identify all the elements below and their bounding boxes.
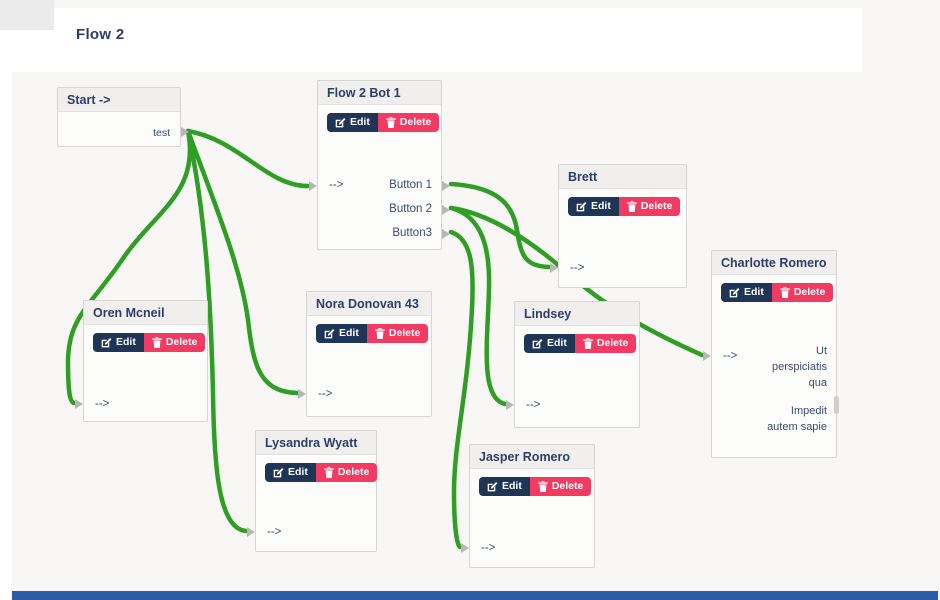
node-title: Charlotte Romero	[712, 251, 836, 275]
delete-button[interactable]: Delete	[618, 197, 681, 216]
horizontal-scrollbar[interactable]	[12, 591, 938, 600]
input-connector[interactable]	[550, 263, 558, 273]
edit-pencil-icon	[487, 481, 498, 492]
node-flow-2-bot-1[interactable]: Flow 2 Bot 1 Edit Delete --> Button 1 Bu…	[309, 80, 450, 250]
edit-pencil-icon	[273, 467, 284, 478]
node-oren-mcneil[interactable]: Oren Mcneil Edit Delete -->	[75, 300, 208, 422]
trash-icon	[386, 117, 396, 128]
input-connector[interactable]	[461, 543, 469, 553]
node-lindsey[interactable]: Lindsey Edit Delete -->	[506, 301, 640, 428]
input-label: -->	[526, 399, 541, 411]
edit-pencil-icon	[101, 337, 112, 348]
input-label: -->	[723, 350, 738, 362]
edit-button[interactable]: Edit	[316, 324, 367, 343]
edit-pencil-icon	[729, 287, 740, 298]
edit-button[interactable]: Edit	[479, 477, 530, 496]
trash-icon	[780, 287, 790, 298]
edit-button[interactable]: Edit	[524, 334, 575, 353]
trash-icon	[583, 338, 593, 349]
edit-button[interactable]: Edit	[93, 333, 144, 352]
input-label: -->	[481, 542, 496, 554]
node-nora-donovan-43[interactable]: Nora Donovan 43 Edit Delete -->	[298, 291, 432, 417]
output-label-button-2: Button 2	[389, 203, 432, 215]
edit-button[interactable]: Edit	[721, 283, 772, 302]
input-label: -->	[570, 262, 585, 274]
output-connector-handle[interactable]	[834, 396, 839, 414]
node-title: Brett	[559, 165, 686, 189]
edit-pencil-icon	[576, 201, 587, 212]
corner-spacer	[0, 0, 54, 30]
trash-icon	[538, 481, 548, 492]
input-connector[interactable]	[298, 389, 306, 399]
delete-button[interactable]: Delete	[366, 324, 429, 343]
node-charlotte-romero[interactable]: Charlotte Romero Edit Delete --> Ut pers…	[703, 250, 839, 458]
output-label-button-1: Button 1	[389, 179, 432, 191]
edit-pencil-icon	[532, 338, 543, 349]
input-label: -->	[95, 398, 110, 410]
output-label-test: test	[153, 127, 170, 139]
trash-icon	[627, 201, 637, 212]
output-connector-button-1[interactable]	[442, 181, 450, 191]
delete-button[interactable]: Delete	[377, 113, 440, 132]
node-title: Lysandra Wyatt	[256, 431, 376, 455]
output-label-impedit-autem-sapie: Impedit autem sapie	[767, 405, 827, 433]
input-label: -->	[267, 526, 282, 538]
node-title: Jasper Romero	[470, 445, 594, 469]
trash-icon	[152, 337, 162, 348]
edit-pencil-icon	[335, 117, 346, 128]
edit-pencil-icon	[324, 328, 335, 339]
delete-button[interactable]: Delete	[529, 477, 592, 496]
node-jasper-romero[interactable]: Jasper Romero Edit Delete -->	[461, 444, 595, 568]
input-label: -->	[329, 179, 344, 191]
edit-button[interactable]: Edit	[568, 197, 619, 216]
input-connector[interactable]	[703, 351, 711, 361]
input-connector[interactable]	[75, 399, 83, 409]
trash-icon	[324, 467, 334, 478]
node-title: Oren Mcneil	[84, 301, 207, 325]
page-title: Flow 2	[76, 26, 125, 43]
input-connector[interactable]	[309, 181, 317, 191]
edit-button[interactable]: Edit	[327, 113, 378, 132]
output-label-button3: Button3	[392, 227, 432, 239]
output-connector-button3[interactable]	[442, 229, 450, 239]
node-lysandra-wyatt[interactable]: Lysandra Wyatt Edit Delete -->	[247, 430, 378, 552]
delete-button[interactable]: Delete	[143, 333, 206, 352]
input-connector[interactable]	[506, 400, 514, 410]
input-connector[interactable]	[247, 527, 255, 537]
node-title: Start ->	[58, 88, 180, 112]
output-connector-button-2[interactable]	[442, 205, 450, 215]
node-title: Flow 2 Bot 1	[318, 81, 441, 105]
delete-button[interactable]: Delete	[574, 334, 637, 353]
delete-button[interactable]: Delete	[315, 463, 378, 482]
trash-icon	[375, 328, 385, 339]
node-title: Nora Donovan 43	[307, 292, 431, 316]
header-panel	[12, 8, 862, 72]
node-brett[interactable]: Brett Edit Delete -->	[550, 164, 687, 288]
input-label: -->	[318, 388, 333, 400]
output-connector-test[interactable]	[181, 127, 189, 137]
edit-button[interactable]: Edit	[265, 463, 316, 482]
node-start[interactable]: Start -> test	[57, 87, 189, 147]
node-title: Lindsey	[515, 302, 639, 326]
output-label-ut-perspiciatis-qua: Ut perspiciatis qua	[771, 345, 827, 389]
delete-button[interactable]: Delete	[771, 283, 834, 302]
